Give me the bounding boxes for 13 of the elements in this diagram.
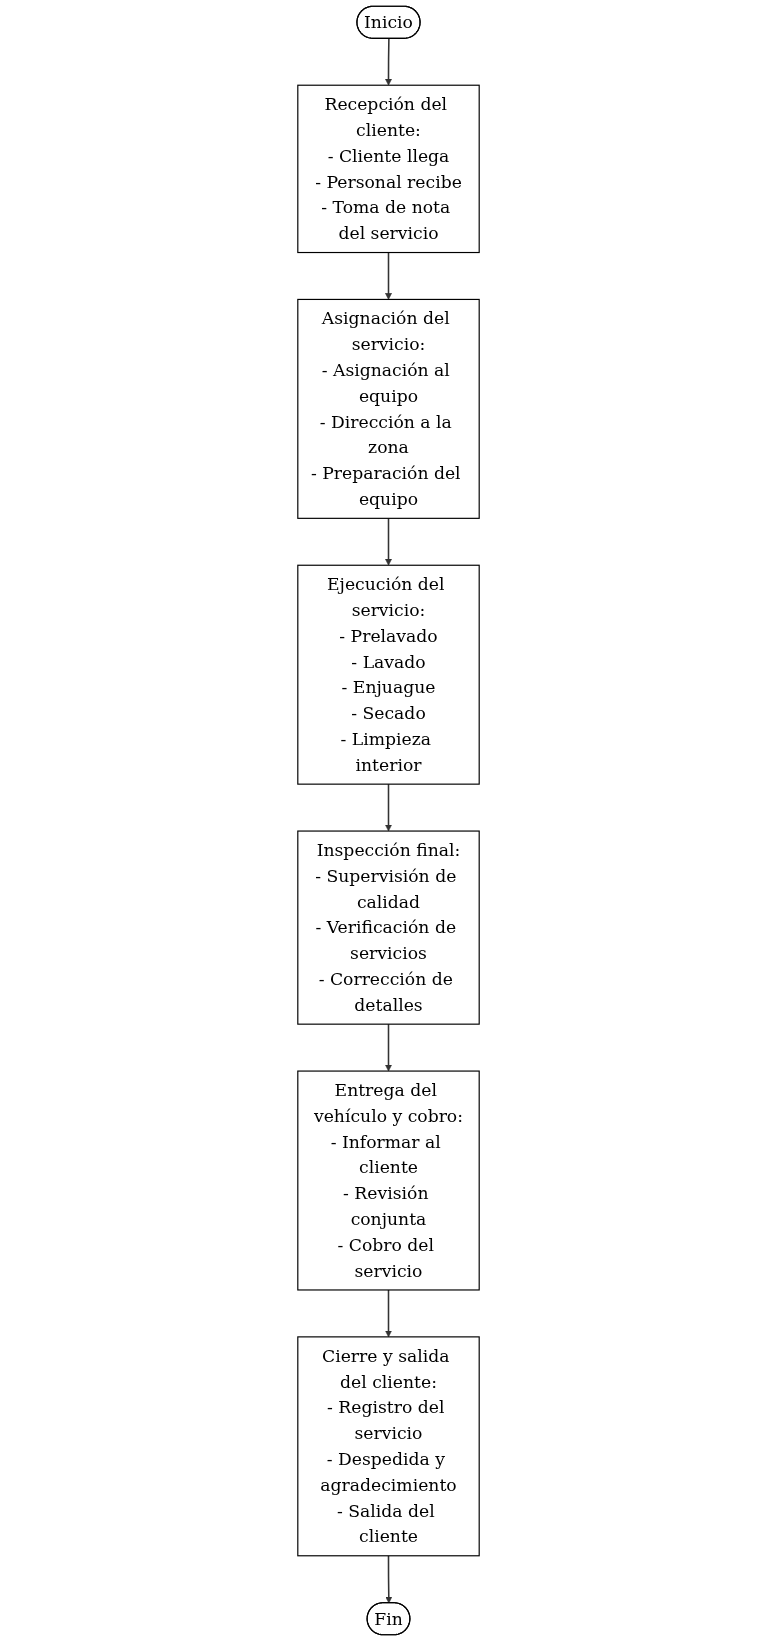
arrow [385,1555,393,1604]
node-box: Asignación del servicio: - Asignación al equipo - Dirección a la zona - Preparación del equipo [297,298,480,519]
node-box: Entrega del vehículo y cobro: - Informar al cliente - Revisión conjunta - Cobro del servicio [297,1070,480,1291]
node-box: Recepción del cliente: - Cliente llega - Personal recibe - Toma de nota del servicio [297,84,480,254]
node-box: Ejecución del servicio: - Prelavado - Lavado - Enjuague - Secado - Limpieza interior [297,564,480,785]
node-box: Cierre y salida del cliente: - Registro del servicio - Despedida y agradecimiento - Salida del cliente [297,1336,480,1557]
arrow [385,1289,392,1338]
arrow [385,783,392,832]
arrow [385,37,392,86]
node-box: Inspección final: - Supervisión de calidad - Verificación de servicios - Corrección de detalles [297,830,480,1025]
arrow [385,517,392,566]
arrow [385,1023,392,1072]
arrow [385,251,392,300]
